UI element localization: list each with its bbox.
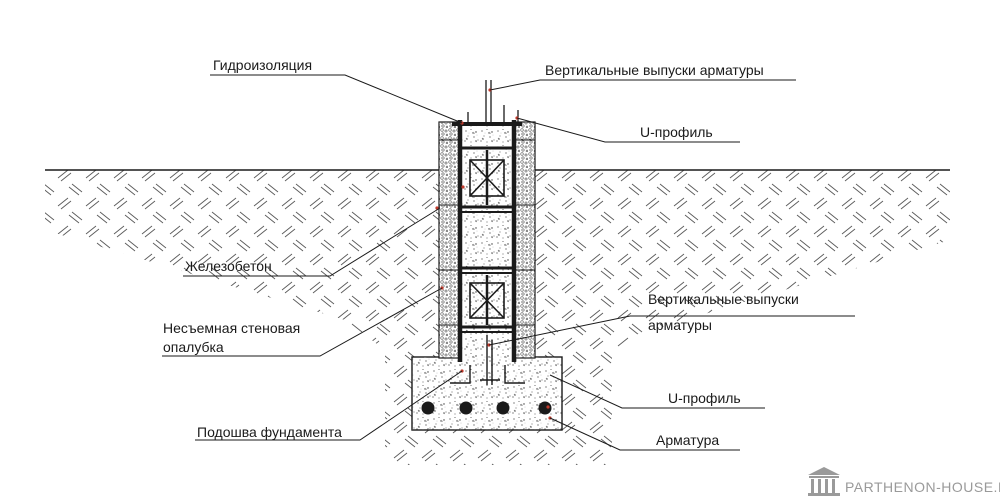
leader-formwork [162, 287, 443, 357]
label-vertical-rebar-mid-line1: Вертикальные выпуски [648, 291, 799, 307]
leader-reinforced-concrete [183, 207, 441, 277]
rebar-outlets-top [467, 80, 519, 124]
leader-rebar [549, 417, 740, 451]
watermark-text: PARTHENON-HOUSE.RU [845, 479, 1000, 495]
leader-rebar-top [489, 79, 796, 91]
wall [438, 121, 536, 359]
label-rebar: Арматура [656, 432, 719, 448]
label-vertical-rebar-top: Вертикальные выпуски арматуры [545, 62, 764, 78]
watermark: PARTHENON-HOUSE.RU [808, 467, 1000, 496]
rebar-frame [452, 120, 522, 362]
label-formwork-line2: опалубка [163, 339, 224, 355]
label-vertical-rebar-mid-line2: арматуры [648, 317, 712, 333]
label-formwork-line1: Несъемная стеновая [163, 320, 300, 336]
label-reinforced-concrete: Железобетон [185, 258, 272, 274]
label-u-profile-bottom: U-профиль [668, 390, 741, 406]
leader-rebar-mid [488, 315, 855, 346]
footing-rebar [450, 335, 525, 385]
label-footing: Подошва фундамента [197, 424, 342, 440]
label-u-profile-top: U-профиль [640, 124, 713, 140]
label-waterproofing: Гидроизоляция [213, 57, 312, 73]
footing-rebar-bars [421, 401, 552, 415]
leader-u-profile-top [516, 117, 740, 143]
leader-u-profile-bottom [549, 374, 765, 409]
leader-lines [162, 74, 855, 451]
leader-footing [195, 370, 463, 441]
leader-waterproofing [210, 74, 463, 124]
temple-icon [808, 467, 840, 496]
